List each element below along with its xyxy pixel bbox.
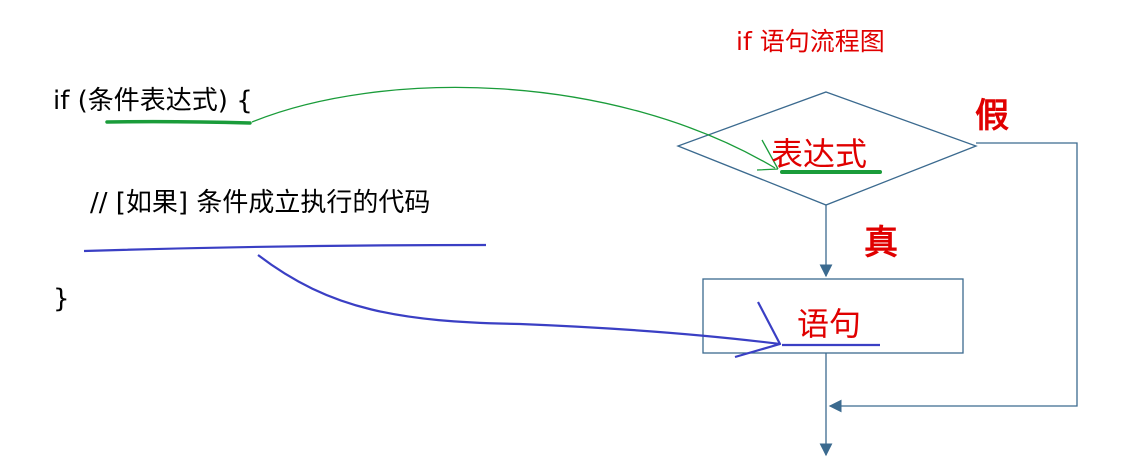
blue-code-underline — [83, 243, 487, 253]
statement-box — [702, 278, 964, 354]
diagram-title: if 语句流程图 — [736, 27, 885, 56]
false-label: 假 — [975, 96, 1009, 136]
statement-label: 语句 — [797, 305, 862, 343]
true-label: 真 — [864, 223, 898, 263]
false-branch-line — [828, 142, 1078, 413]
blue-arrowhead — [734, 301, 782, 359]
green-code-underline — [105, 119, 252, 125]
code-line-comment: // [如果] 条件成立执行的代码 — [90, 188, 431, 218]
blue-connector-curve — [257, 254, 781, 346]
condition-label: 表达式 — [771, 135, 868, 173]
green-connector-curve — [251, 86, 776, 169]
code-line-if: if (条件表达式) { — [53, 86, 253, 116]
code-line-close-brace: } — [53, 284, 70, 314]
green-arrowhead — [756, 139, 779, 171]
